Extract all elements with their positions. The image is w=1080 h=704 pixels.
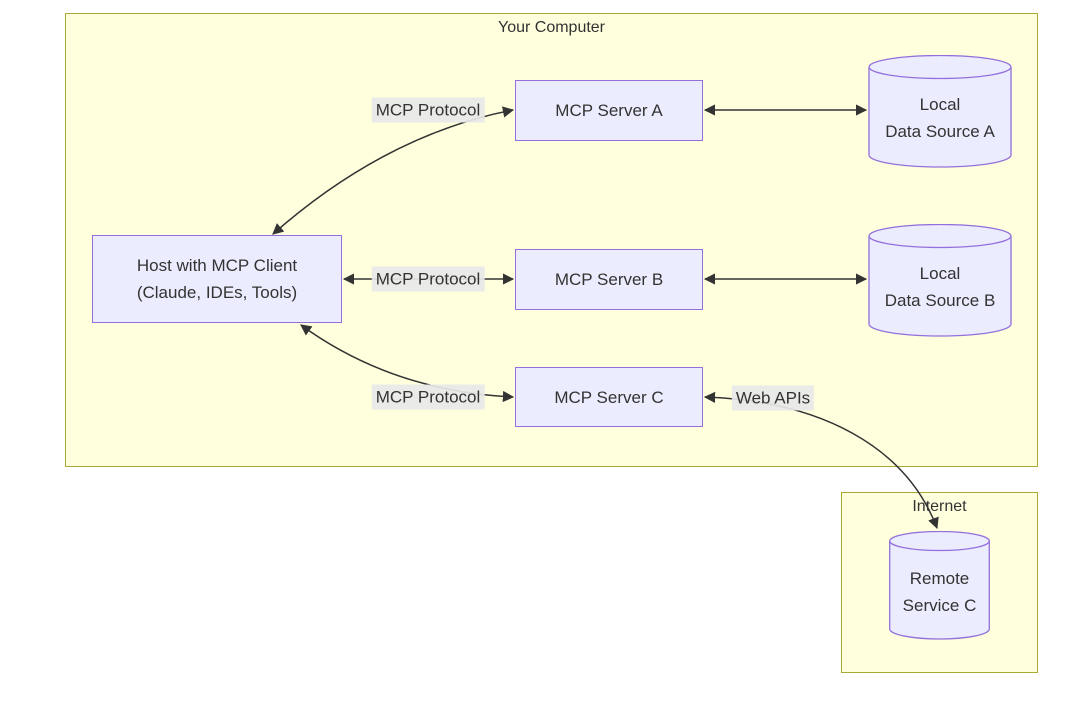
node-remote-service-c-line2: Service C — [902, 596, 977, 615]
node-mcp-server-a: MCP Server A — [515, 80, 703, 141]
node-remote-service-c: Remote Service C — [889, 531, 990, 640]
edge-label-mcp-protocol-a: MCP Protocol — [371, 97, 485, 123]
edge-label-mcp-protocol-b: MCP Protocol — [371, 266, 485, 292]
node-mcp-server-c-label: MCP Server C — [554, 387, 664, 407]
node-mcp-server-b: MCP Server B — [515, 249, 703, 310]
cluster-internet-label: Internet — [912, 498, 967, 515]
cylinder-shape — [889, 531, 990, 640]
node-local-data-source-a: Local Data Source A — [868, 55, 1012, 168]
node-host: Host with MCP Client (Claude, IDEs, Tool… — [92, 235, 342, 323]
node-local-data-source-b-line1: Local — [919, 264, 961, 283]
edge-label-web-apis: Web APIs — [731, 385, 815, 411]
node-local-data-source-a-line2: Data Source A — [885, 122, 995, 141]
node-local-data-source-b-line2: Data Source B — [884, 291, 996, 310]
node-mcp-server-c: MCP Server C — [515, 367, 703, 427]
node-mcp-server-a-label: MCP Server A — [555, 101, 663, 120]
node-local-data-source-a-line1: Local — [919, 95, 961, 114]
cylinder-shape — [868, 224, 1012, 337]
node-remote-service-c-line1: Remote — [909, 569, 970, 588]
edge-label-mcp-protocol-c: MCP Protocol — [371, 384, 485, 410]
node-mcp-server-b-label: MCP Server B — [554, 270, 664, 289]
node-local-data-source-b: Local Data Source B — [868, 224, 1012, 337]
cluster-your-computer-label: Your Computer — [497, 19, 606, 36]
node-host-line2: (Claude, IDEs, Tools) — [136, 283, 298, 302]
node-host-line1: Host with MCP Client — [136, 256, 298, 275]
cylinder-shape — [868, 55, 1012, 168]
